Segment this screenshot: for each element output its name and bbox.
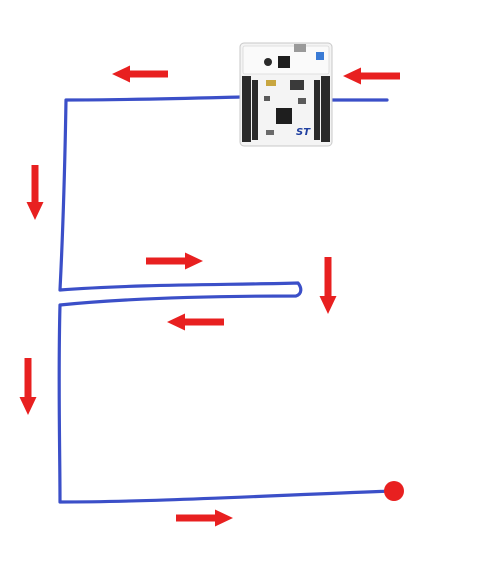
arrow-down-left-1-down	[27, 165, 44, 220]
microcontroller-board: ST	[240, 43, 332, 146]
component-small-3	[266, 130, 274, 135]
board-logo: ST	[296, 127, 311, 138]
usb-connector	[294, 44, 306, 52]
arrow-down-left-2-down	[20, 358, 37, 415]
left-header-pins-outer	[252, 80, 258, 140]
arrow-down-right-down	[320, 257, 337, 314]
reset-button	[264, 58, 272, 66]
component-small-1	[264, 96, 270, 101]
debugger-chip	[278, 56, 290, 68]
right-header-pins-inner	[314, 80, 320, 140]
arrow-left-into-board-left	[343, 68, 400, 85]
component-small-2	[298, 98, 306, 104]
arrow-right-middle-right	[146, 253, 203, 270]
right-header-pins	[321, 76, 330, 142]
arrow-right-bottom-right	[176, 510, 233, 527]
arrow-left-middle-left	[167, 314, 224, 331]
end-point-dot	[384, 481, 404, 501]
serpentine-path	[59, 97, 392, 502]
left-header-pins	[242, 76, 251, 142]
component-block	[290, 80, 304, 90]
main-mcu-chip	[276, 108, 292, 124]
warning-label	[316, 52, 324, 60]
component-gold	[266, 80, 276, 86]
arrow-left-top-left	[112, 66, 168, 83]
